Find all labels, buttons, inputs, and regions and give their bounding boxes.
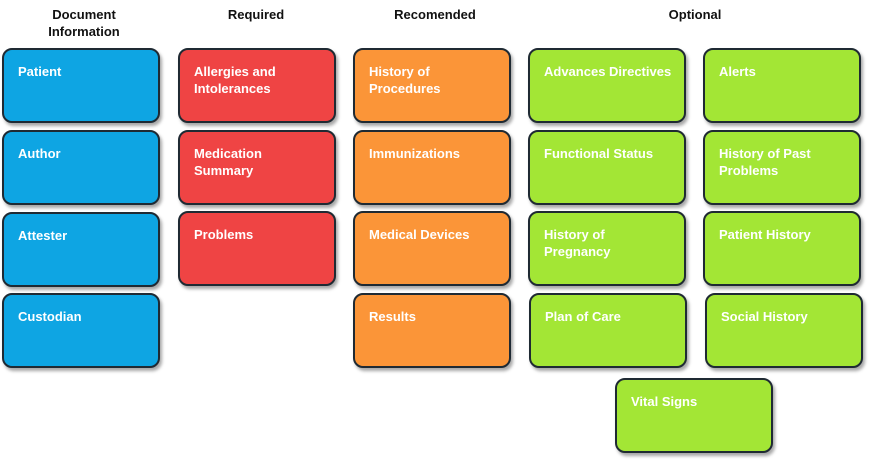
- box-alerts: Alerts: [703, 48, 861, 123]
- box-patient-history: Patient History: [703, 211, 861, 286]
- box-functional-status: Functional Status: [528, 130, 686, 205]
- header-required: Required: [227, 7, 285, 22]
- header-recommended: Recomended: [394, 7, 476, 22]
- box-problems: Problems: [178, 211, 336, 286]
- box-medical-devices: Medical Devices: [353, 211, 511, 286]
- box-vital-signs: Vital Signs: [615, 378, 773, 453]
- box-plan-of-care: Plan of Care: [529, 293, 687, 368]
- box-results: Results: [353, 293, 511, 368]
- header-optional: Optional: [668, 7, 722, 22]
- box-social-history: Social History: [705, 293, 863, 368]
- box-immunizations: Immunizations: [353, 130, 511, 205]
- box-advances-directives: Advances Directives: [528, 48, 686, 123]
- box-custodian: Custodian: [2, 293, 160, 368]
- box-allergies-and-intolerances: Allergies and Intolerances: [178, 48, 336, 123]
- box-history-of-past-problems: History of Past Problems: [703, 130, 861, 205]
- box-patient: Patient: [2, 48, 160, 123]
- box-medication-summary: Medication Summary: [178, 130, 336, 205]
- box-history-of-pregnancy: History of Pregnancy: [528, 211, 686, 286]
- box-author: Author: [2, 130, 160, 205]
- header-document-information: Document Information: [48, 7, 120, 39]
- box-attester: Attester: [2, 212, 160, 287]
- box-history-of-procedures: History of Procedures: [353, 48, 511, 123]
